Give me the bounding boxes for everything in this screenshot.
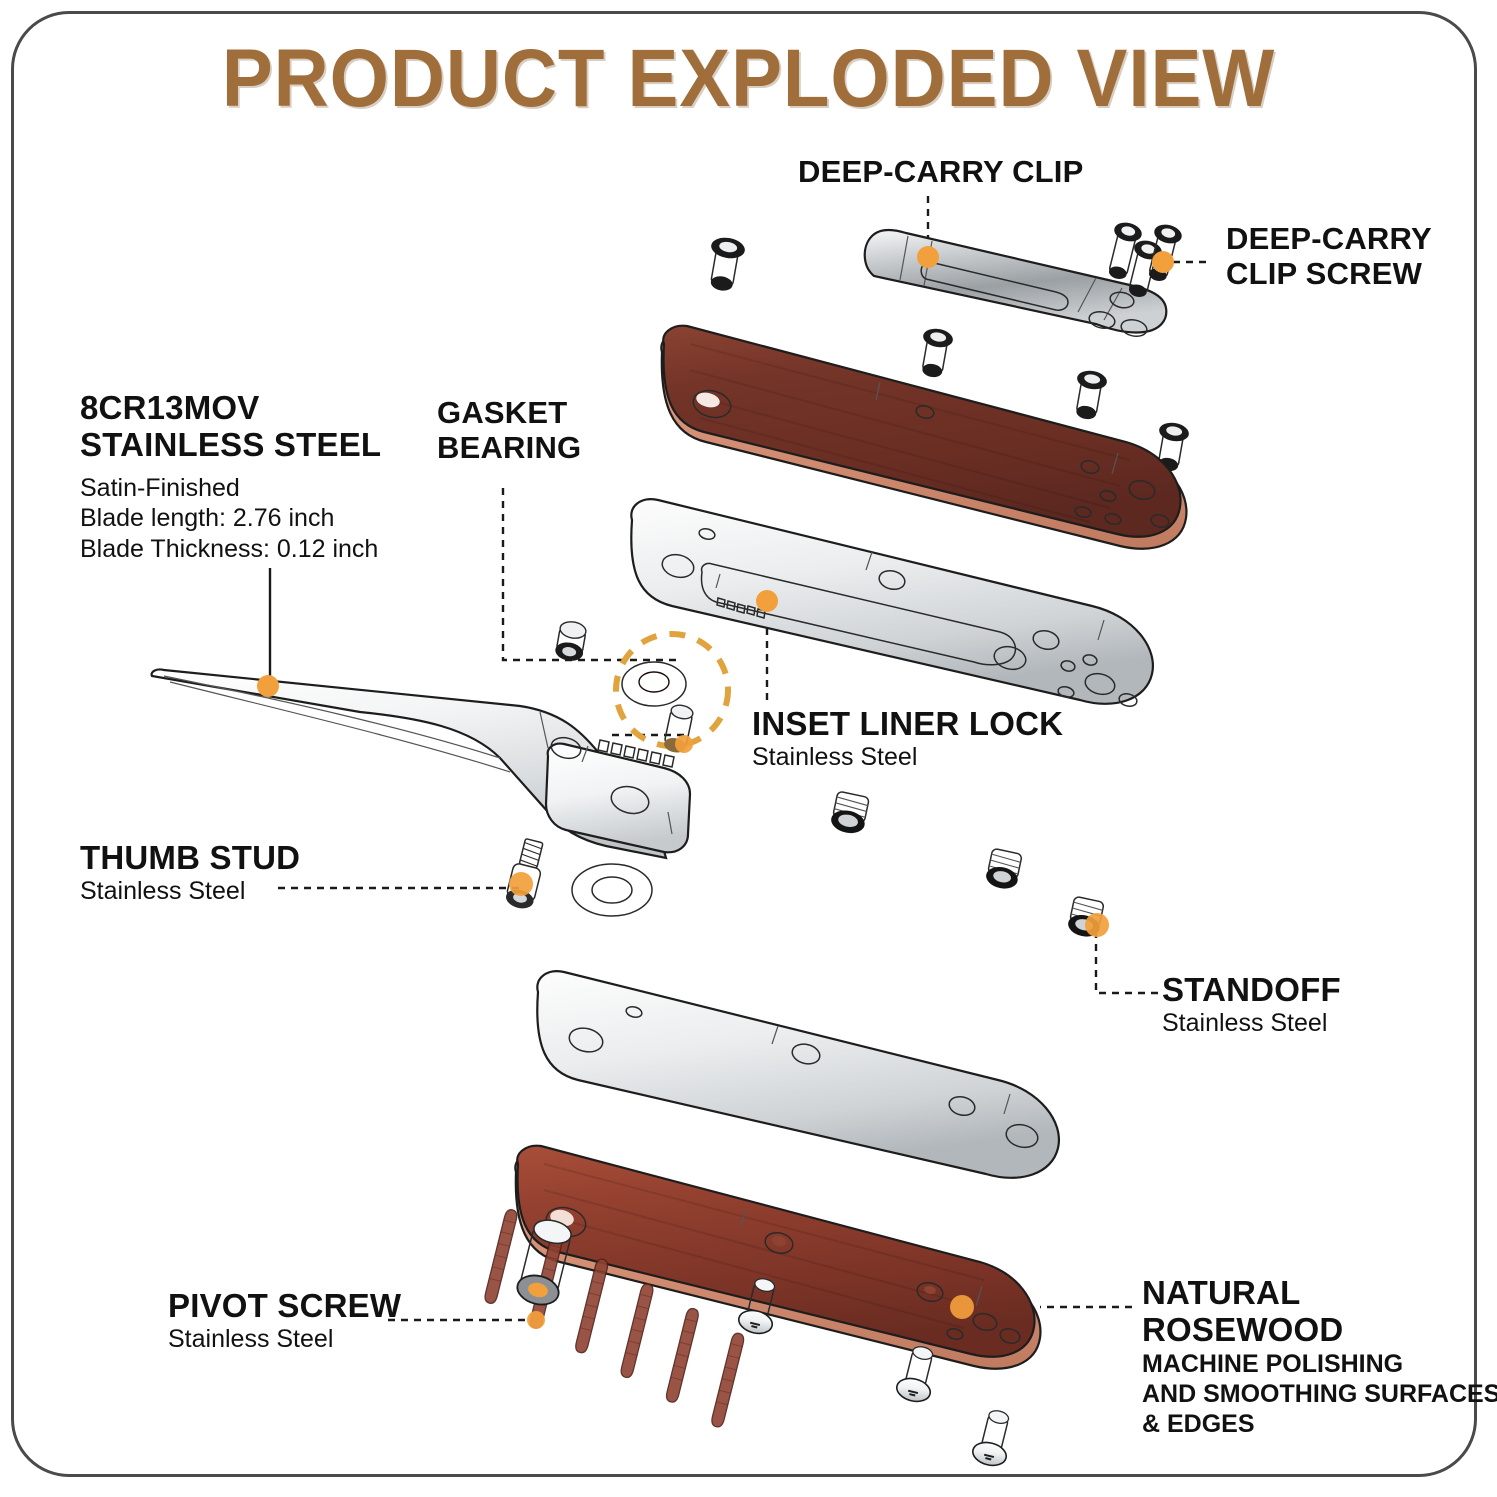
callout-deep-carry-clip-screw: DEEP-CARRY CLIP SCREW bbox=[1226, 221, 1432, 291]
callout-deep-carry-clip: DEEP-CARRY CLIP bbox=[798, 154, 1084, 190]
callout-standoff: STANDOFF Stainless Steel bbox=[1162, 971, 1341, 1037]
callout-natural-rosewood-detail3: & EDGES bbox=[1142, 1409, 1255, 1438]
callout-thumb-stud-heading: THUMB STUD bbox=[80, 839, 301, 876]
callout-blade-steel-heading2: STAINLESS STEEL bbox=[80, 425, 382, 463]
page-title: PRODUCT EXPLODED VIEW bbox=[221, 33, 1276, 124]
knife-blade bbox=[150, 668, 692, 860]
callout-inset-liner-lock-heading: INSET LINER LOCK bbox=[752, 705, 1064, 742]
callout-standoff-heading: STANDOFF bbox=[1162, 971, 1341, 1008]
deep-carry-clip-screws bbox=[1108, 222, 1182, 297]
callout-standoff-sub: Stainless Steel bbox=[1162, 1008, 1328, 1037]
callout-blade-steel: 8CR13MOV STAINLESS STEEL Satin-Finished … bbox=[80, 389, 382, 564]
inset-liner-lock-plate bbox=[630, 498, 1154, 707]
callout-pivot-screw-sub: Stainless Steel bbox=[168, 1324, 334, 1353]
callout-thumb-stud-sub: Stainless Steel bbox=[80, 876, 246, 905]
callout-blade-steel-line1: Satin-Finished bbox=[80, 473, 240, 502]
callout-inset-liner-lock: INSET LINER LOCK Stainless Steel bbox=[752, 705, 1064, 771]
pivot-screw-part bbox=[516, 1219, 572, 1329]
callout-blade-steel-heading1: 8CR13MOV bbox=[80, 389, 260, 426]
callout-pivot-screw-heading: PIVOT SCREW bbox=[168, 1287, 402, 1324]
callout-deep-carry-clip-screw-line1: DEEP-CARRY bbox=[1226, 221, 1432, 256]
callout-pivot-screw: PIVOT SCREW Stainless Steel bbox=[168, 1287, 402, 1353]
deep-carry-clip-part bbox=[863, 228, 1168, 338]
bearing-washer-upper bbox=[555, 621, 587, 661]
handle-body-screws bbox=[738, 1278, 1010, 1467]
gasket-bearing-highlight bbox=[613, 631, 731, 749]
rosewood-scale-top bbox=[660, 324, 1188, 550]
callout-deep-carry-clip-heading: DEEP-CARRY CLIP bbox=[798, 154, 1084, 189]
callout-gasket-bearing-line1: GASKET bbox=[437, 395, 568, 430]
callout-gasket-bearing: GASKET BEARING bbox=[437, 395, 582, 465]
callout-natural-rosewood-line1: NATURAL bbox=[1142, 1274, 1301, 1311]
callout-inset-liner-lock-sub: Stainless Steel bbox=[752, 742, 918, 771]
callout-natural-rosewood-line2: ROSEWOOD bbox=[1142, 1310, 1344, 1348]
leader-lines bbox=[268, 196, 1206, 1322]
rosewood-scale-bottom bbox=[484, 1144, 1042, 1428]
callout-gasket-bearing-line2: BEARING bbox=[437, 429, 582, 465]
callout-natural-rosewood-detail1: MACHINE POLISHING bbox=[1142, 1349, 1404, 1378]
callout-thumb-stud: THUMB STUD Stainless Steel bbox=[80, 839, 301, 905]
callout-blade-steel-line2: Blade length: 2.76 inch bbox=[80, 504, 335, 533]
callout-deep-carry-clip-screw-line2: CLIP SCREW bbox=[1226, 255, 1423, 291]
blade-tang-barrel bbox=[664, 704, 694, 753]
handle-barrel-nuts bbox=[710, 237, 1189, 472]
callout-natural-rosewood: NATURAL ROSEWOOD MACHINE POLISHING AND S… bbox=[1142, 1274, 1497, 1439]
callout-natural-rosewood-detail2: AND SMOOTHING SURFACES bbox=[1142, 1379, 1497, 1408]
standoff-parts bbox=[831, 791, 1109, 937]
handle-liner-plate bbox=[536, 970, 1060, 1179]
callout-blade-steel-line3: Blade Thickness: 0.12 inch bbox=[80, 534, 379, 563]
thumb-stud-part bbox=[506, 838, 653, 917]
